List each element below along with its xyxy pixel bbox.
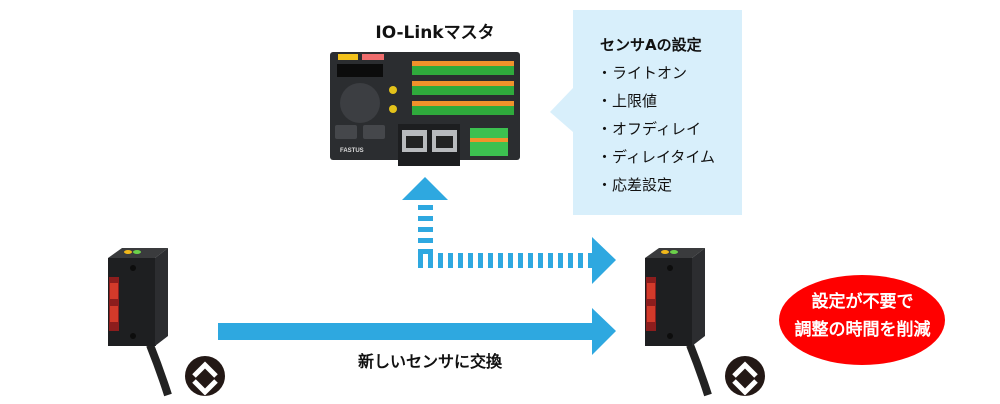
callout-item: ・上限値 <box>597 92 658 110</box>
arrow-dash <box>428 253 433 268</box>
callout-item: ・ライトオン <box>597 64 688 82</box>
arrow-dash <box>488 253 493 268</box>
arrow-dash <box>588 253 593 268</box>
arrow-dash <box>478 253 483 268</box>
arrow-dash <box>558 253 563 268</box>
arrow-dash <box>508 253 513 268</box>
benefit-badge: 設定が不要で 調整の時間を削減 <box>780 288 945 344</box>
io-link-master-device: FASTUS <box>330 52 520 166</box>
arrow-dash <box>548 253 553 268</box>
arrow-dash <box>448 253 453 268</box>
io-link-icon <box>185 356 225 396</box>
arrow-dash <box>458 253 463 268</box>
benefit-badge-bg <box>779 275 945 365</box>
arrow-dash <box>518 253 523 268</box>
arrow-dash <box>578 253 583 268</box>
old-sensor <box>108 248 172 397</box>
master-title: IO-Linkマスタ <box>375 23 495 43</box>
badge-line-1: 設定が不要で <box>811 292 914 312</box>
download-arrow-dotted <box>418 237 616 284</box>
callout-pointer <box>550 88 573 132</box>
arrow-dash <box>498 253 503 268</box>
callout-title: センサAの設定 <box>600 36 702 54</box>
callout-item: ・応差設定 <box>597 176 673 194</box>
svg-text:FASTUS: FASTUS <box>340 148 364 154</box>
arrow-dash <box>528 253 533 268</box>
replace-arrow <box>218 308 616 355</box>
arrow-dash <box>538 253 543 268</box>
settings-callout: センサAの設定 ・ライトオン ・上限値 ・オフディレイ ・ディレイタイム ・応差… <box>573 10 742 215</box>
callout-item: ・ディレイタイム <box>597 148 716 166</box>
arrow-dash <box>418 253 423 268</box>
new-sensor <box>645 248 712 397</box>
badge-line-2: 調整の時間を削減 <box>794 320 931 340</box>
arrow-dash <box>438 253 443 268</box>
callout-item: ・オフディレイ <box>597 120 701 138</box>
arrow-dash <box>468 253 473 268</box>
replace-caption: 新しいセンサに交換 <box>357 352 502 371</box>
upload-arrow-dotted <box>402 177 448 254</box>
io-link-icon <box>725 356 765 396</box>
arrow-dash <box>568 253 573 268</box>
